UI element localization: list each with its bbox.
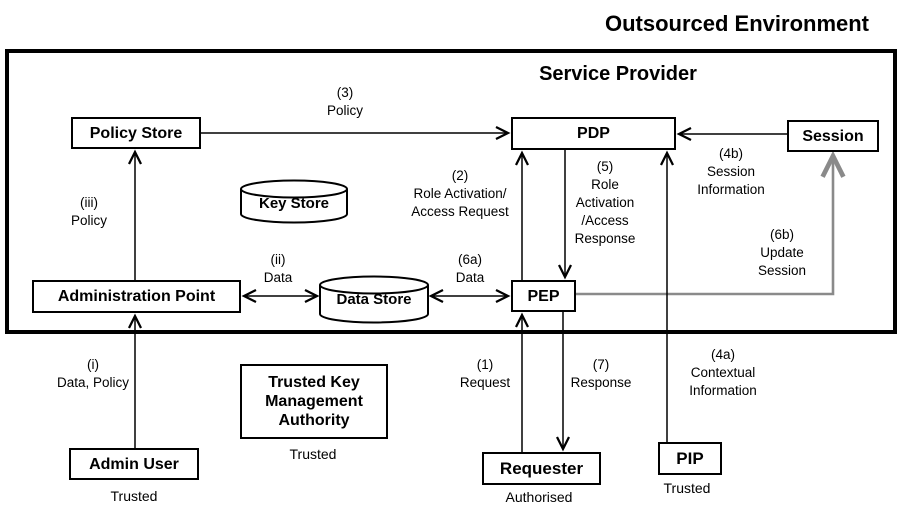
- node-pip: PIP: [658, 442, 722, 475]
- edge-label-policy-store-to-pdp: (3) Policy: [326, 85, 364, 118]
- note-tkma-trusted: Trusted: [289, 446, 337, 462]
- edge-label-session-to-pdp: (4b) Session Information: [697, 146, 765, 197]
- node-administration-point: Administration Point: [32, 280, 241, 313]
- edge-label-pep-to-requester: (7) Response: [570, 357, 632, 390]
- node-requester: Requester: [482, 452, 601, 485]
- note-pip-trusted: Trusted: [663, 480, 711, 496]
- service-provider-label: Service Provider: [539, 63, 697, 85]
- node-pdp: PDP: [511, 117, 676, 150]
- edge-pep-to-session: [576, 156, 833, 296]
- node-admin-user: Admin User: [69, 448, 199, 480]
- node-data-store-label: Data Store: [336, 291, 412, 308]
- node-session: Session: [787, 120, 879, 152]
- edge-label-admin-point-to-data-store: (ii) Data: [263, 252, 293, 285]
- note-admin-user-trusted: Trusted: [110, 488, 158, 504]
- edge-label-admin-point-to-policy-store: (iii) Policy: [70, 195, 108, 228]
- node-trusted-key-management-authority: Trusted Key Management Authority: [240, 364, 388, 439]
- edge-label-pep-to-session: (6b) Update Session: [757, 227, 807, 278]
- data-store-cylinder: [319, 275, 429, 324]
- edge-label-data-store-to-pep: (6a) Data: [455, 252, 485, 285]
- edge-label-pip-to-pdp: (4a) Contextual Information: [689, 347, 757, 398]
- key-store-cylinder: [240, 179, 348, 224]
- service-provider-boundary: [5, 49, 897, 334]
- edge-label-requester-to-pep: (1) Request: [459, 357, 511, 390]
- node-key-store-label: Key Store: [258, 195, 330, 212]
- edge-label-pdp-to-pep-response: (5) Role Activation /Access Response: [574, 159, 636, 246]
- note-requester-authorised: Authorised: [505, 489, 573, 505]
- edge-label-admin-user-to-admin-point: (i) Data, Policy: [56, 357, 130, 390]
- node-policy-store: Policy Store: [71, 117, 201, 149]
- node-pep: PEP: [511, 280, 576, 312]
- page-title: Outsourced Environment: [604, 11, 870, 36]
- edge-label-pep-to-pdp-request: (2) Role Activation/ Access Request: [411, 168, 509, 219]
